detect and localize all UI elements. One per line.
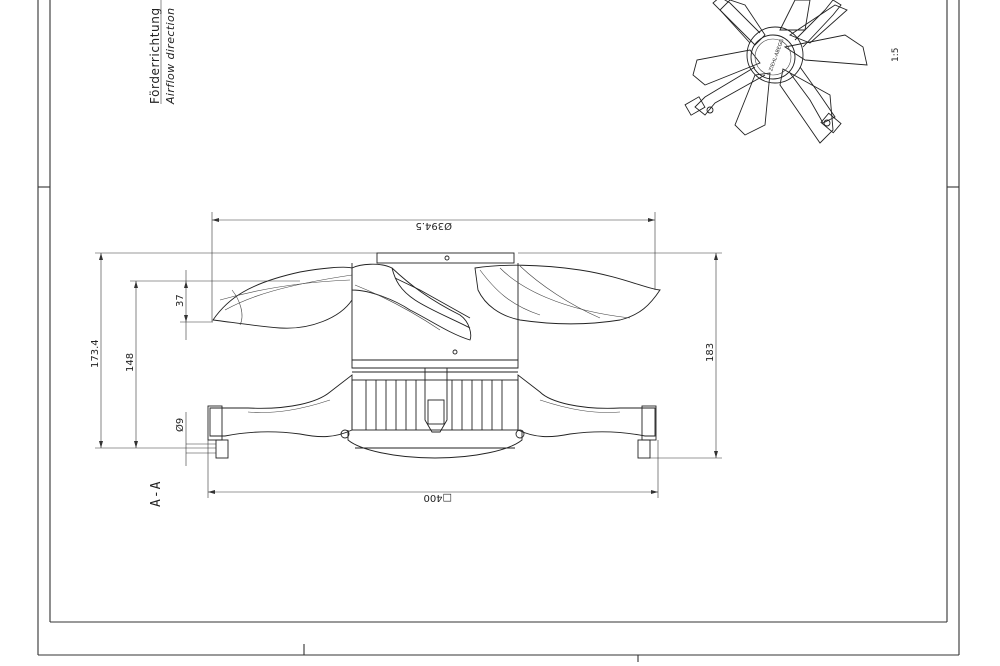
svg-text:ZIEHL-ABEGG: ZIEHL-ABEGG: [768, 38, 785, 72]
motor-fins: [351, 368, 519, 433]
dim-diameter-outer: Ø394.5: [416, 220, 453, 232]
fan-isometric-view: ZIEHL-ABEGG: [684, 0, 868, 144]
dim-hole-diameter: Ø9: [174, 418, 186, 432]
dim-height-37: 37: [175, 294, 186, 307]
drawing-frame: [37, 0, 960, 662]
dim-square: □400: [423, 492, 452, 503]
dimensions: Ø394.5 □400 173.4 148 37 Ø9 183: [90, 212, 722, 503]
dim-height-total: 173.4: [90, 339, 101, 368]
scale-label: 1:5: [891, 48, 901, 62]
dim-height-183: 183: [705, 343, 716, 362]
fan-section-view: [207, 252, 661, 459]
section-label: A-A: [149, 481, 164, 507]
airflow-label-en: Airflow direction: [164, 7, 177, 105]
airflow-note: Förderrichtung Airflow direction: [148, 0, 177, 105]
airflow-label-de: Förderrichtung: [148, 7, 162, 104]
dim-height-148: 148: [125, 353, 136, 372]
